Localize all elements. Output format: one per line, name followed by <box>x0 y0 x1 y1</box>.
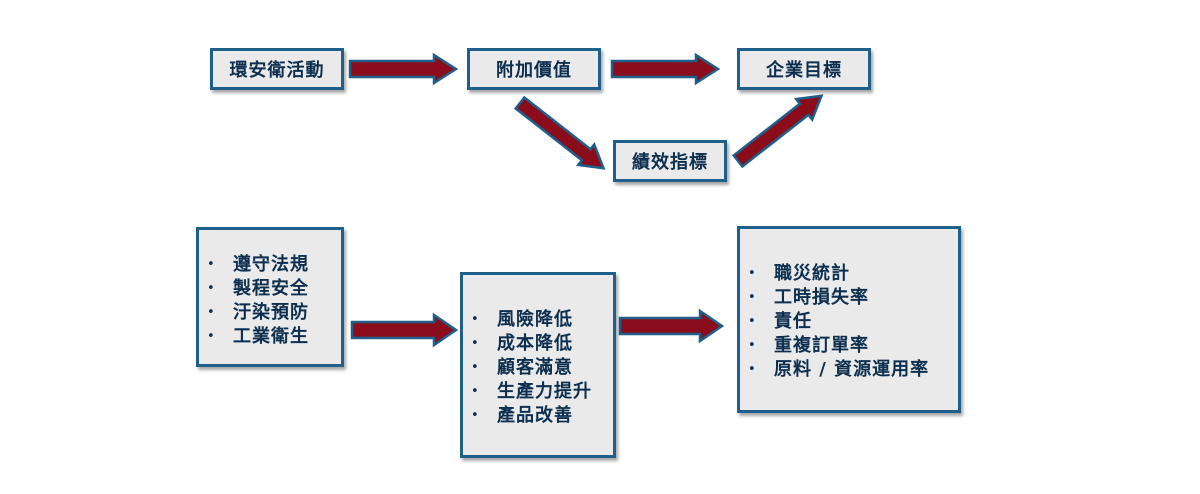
bullet-icon: • <box>207 281 216 296</box>
indicators-list: •職災統計 •工時損失率 •責任 •重複訂單率 •原料 / 資源運用率 <box>740 262 958 382</box>
box-ehs-activities-label: 環安衛活動 <box>229 60 325 81</box>
list-item: •產品改善 <box>471 405 573 426</box>
arrow-activity-to-value <box>348 52 459 86</box>
bullet-icon: • <box>207 257 216 272</box>
arrow-values-to-indicators <box>618 308 725 344</box>
list-item: •原料 / 資源運用率 <box>748 359 930 380</box>
box-corporate-goals: 企業目標 <box>737 48 871 90</box>
list-item: •成本降低 <box>471 333 573 354</box>
box-added-value: 附加價值 <box>467 48 601 90</box>
bullet-icon: • <box>207 329 216 344</box>
list-item: •風險降低 <box>471 309 573 330</box>
activities-list: •遵守法規 •製程安全 •汙染預防 •工業衛生 <box>199 253 341 349</box>
list-item: •顧客滿意 <box>471 357 573 378</box>
box-activities-list: •遵守法規 •製程安全 •汙染預防 •工業衛生 <box>196 227 344 367</box>
box-kpi: 績效指標 <box>613 140 727 182</box>
list-item: •重複訂單率 <box>748 335 869 356</box>
bullet-icon: • <box>471 408 480 423</box>
bullet-icon: • <box>207 305 216 320</box>
list-item: •遵守法規 <box>207 254 309 275</box>
arrow-activities-to-values <box>350 312 459 348</box>
box-ehs-activities: 環安衛活動 <box>210 48 344 90</box>
box-indicators-list: •職災統計 •工時損失率 •責任 •重複訂單率 •原料 / 資源運用率 <box>737 226 961 413</box>
list-item: •汙染預防 <box>207 302 309 323</box>
bullet-icon: • <box>748 338 757 353</box>
list-item: •工時損失率 <box>748 287 869 308</box>
box-corporate-goals-label: 企業目標 <box>766 60 842 81</box>
values-list: •風險降低 •成本降低 •顧客滿意 •生產力提升 •產品改善 <box>463 308 613 428</box>
box-added-value-label: 附加價值 <box>496 60 572 81</box>
bullet-icon: • <box>471 312 480 327</box>
bullet-icon: • <box>748 266 757 281</box>
list-item: •工業衛生 <box>207 326 309 347</box>
bullet-icon: • <box>748 314 757 329</box>
bullet-icon: • <box>471 360 480 375</box>
arrow-value-to-kpi <box>513 95 606 170</box>
bullet-icon: • <box>471 384 480 399</box>
bullet-icon: • <box>748 290 757 305</box>
list-item: •生產力提升 <box>471 381 592 402</box>
bullet-icon: • <box>471 336 480 351</box>
box-kpi-label: 績效指標 <box>632 152 708 173</box>
arrow-kpi-to-goal <box>731 94 824 169</box>
bullet-icon: • <box>748 362 757 377</box>
box-values-list: •風險降低 •成本降低 •顧客滿意 •生產力提升 •產品改善 <box>460 272 616 458</box>
list-item: •責任 <box>748 311 812 332</box>
list-item: •製程安全 <box>207 278 309 299</box>
arrow-value-to-goal <box>610 52 721 86</box>
list-item: •職災統計 <box>748 263 850 284</box>
